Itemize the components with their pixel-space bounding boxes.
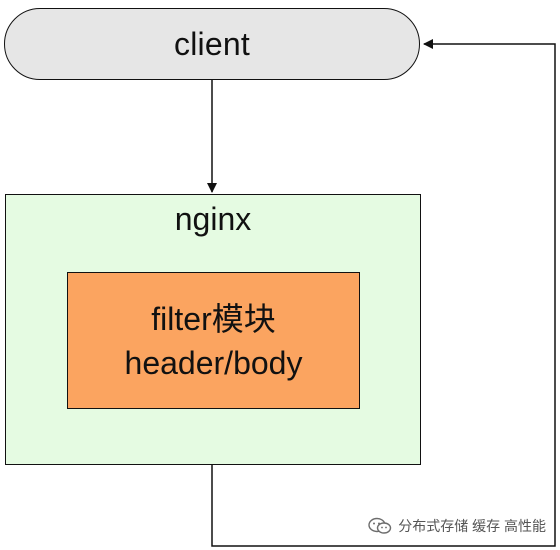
watermark: 分布式存储 缓存 高性能: [368, 516, 546, 536]
client-node: client: [4, 8, 420, 80]
client-label: client: [174, 25, 250, 62]
filter-label-line2: header/body: [124, 344, 303, 381]
filter-module-node: filter模块 header/body: [67, 272, 360, 409]
filter-label-line1: filter模块: [151, 300, 276, 337]
nginx-node: nginx filter模块 header/body: [5, 194, 421, 465]
watermark-text: 分布式存储 缓存 高性能: [398, 518, 546, 534]
wechat-icon: [368, 517, 392, 534]
nginx-label: nginx: [174, 201, 252, 237]
